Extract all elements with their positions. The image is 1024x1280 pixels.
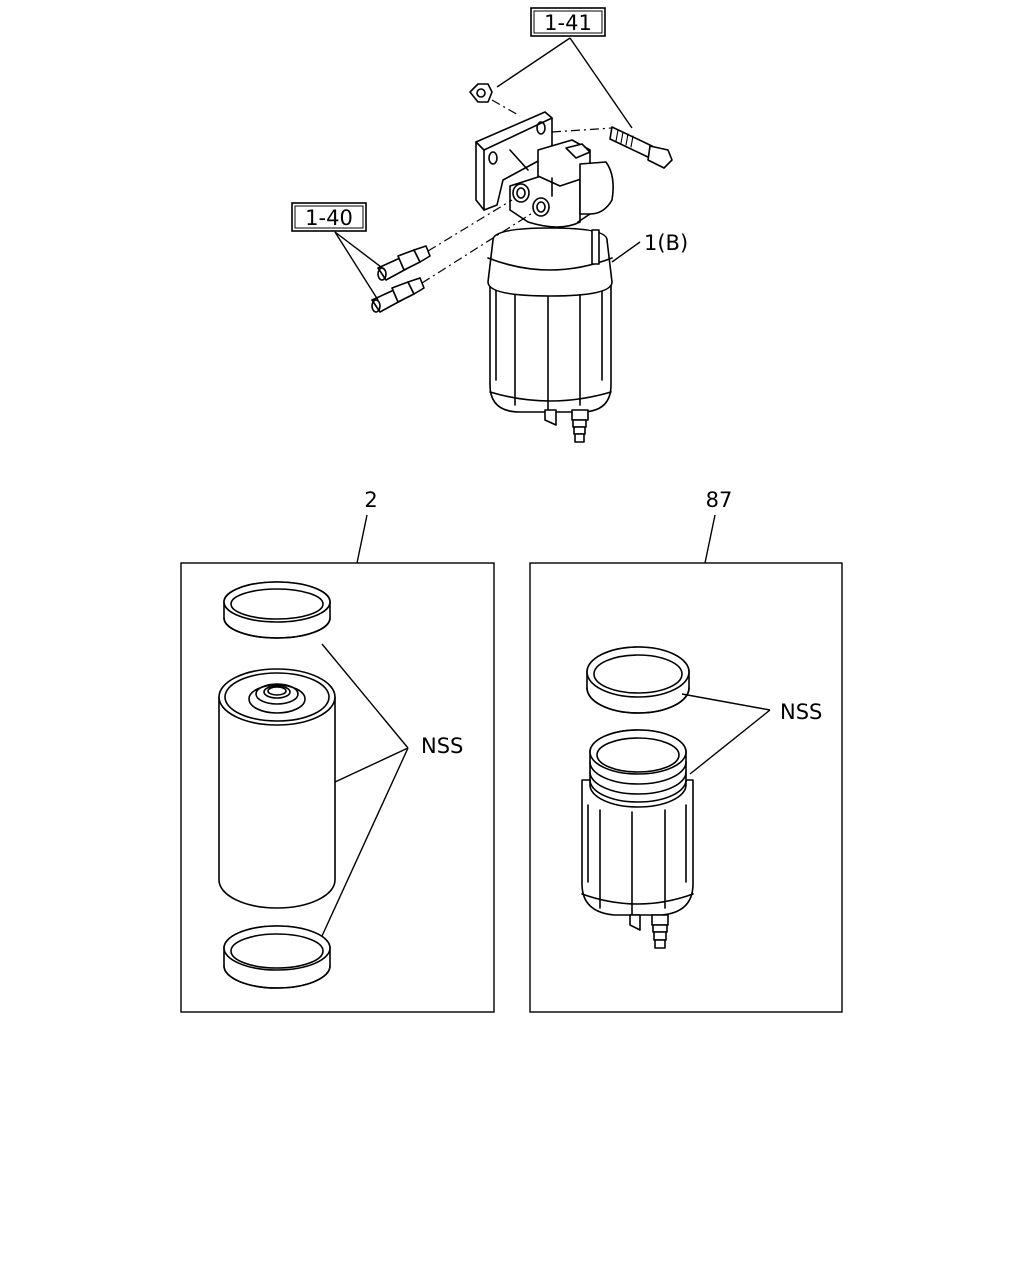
- callout-1-40-text: 1-40: [305, 206, 353, 230]
- bowl-kit-panel: NSS: [529, 562, 843, 1013]
- flange-nut: [469, 83, 521, 117]
- callout-assembly-label: 1(B): [644, 231, 688, 255]
- mounting-bolt: [551, 126, 673, 169]
- nss-label-element-kit: NSS: [421, 734, 463, 758]
- o-ring-top: [223, 581, 331, 639]
- callout-bowl-kit: 87: [706, 488, 733, 512]
- element-kit-panel: NSS: [180, 562, 495, 1013]
- filter-bowl-kit: [581, 729, 694, 949]
- callout-1-41-text: 1-41: [544, 11, 592, 35]
- filter-head: [509, 139, 614, 228]
- nss-label-bowl-kit: NSS: [780, 700, 822, 724]
- bowl-o-ring: [586, 646, 690, 714]
- filter-bowl: [489, 281, 612, 443]
- fuel-line-fitting-upper: [377, 199, 513, 281]
- fuel-filter-assembly: [334, 37, 673, 443]
- mounting-bracket: [475, 111, 553, 211]
- filter-element: [218, 668, 336, 909]
- fuel-line-fitting-lower: [371, 211, 535, 313]
- o-ring-bottom: [223, 925, 331, 989]
- callout-1-41: 1-41: [530, 7, 606, 37]
- callout-1-40: 1-40: [291, 202, 367, 232]
- filter-head-cover: [487, 227, 613, 297]
- callout-element-kit: 2: [364, 488, 377, 512]
